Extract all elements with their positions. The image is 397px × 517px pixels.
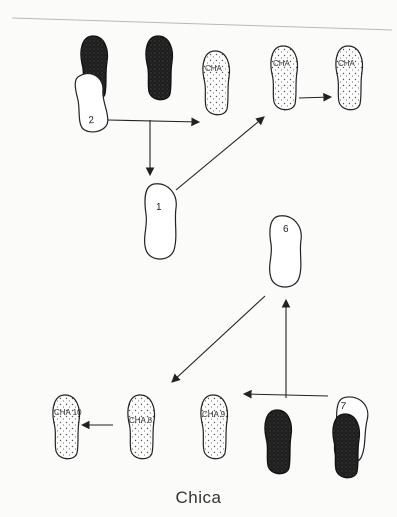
arrow-icon bbox=[108, 120, 199, 122]
arrow-icon bbox=[176, 117, 264, 190]
arrow-icon bbox=[299, 97, 331, 98]
foot-labeled-icon: CHA 9 bbox=[201, 395, 228, 459]
foot-outline-6: 6 bbox=[270, 216, 302, 287]
page-edge-line bbox=[12, 18, 392, 30]
cha-label: CHA 9 bbox=[202, 410, 226, 419]
arrow-icon bbox=[172, 296, 265, 382]
outline-1-label: 1 bbox=[156, 202, 162, 213]
foot-dark-icon bbox=[265, 410, 292, 474]
outline-6-label: 6 bbox=[283, 224, 289, 235]
foot-labeled-icon: CHA 10 bbox=[53, 395, 82, 459]
cha-label: CHA 10 bbox=[54, 408, 82, 417]
cha-label: CHA bbox=[338, 59, 356, 68]
cha-label: CHA bbox=[273, 59, 291, 68]
foot-labeled-icon: CHA bbox=[336, 46, 363, 110]
foot-labeled-icon: CHA bbox=[203, 51, 230, 115]
cha-label: CHA 8 bbox=[129, 416, 153, 425]
figure-caption: Chica bbox=[0, 488, 397, 508]
foot-labeled-icon: CHA bbox=[271, 46, 298, 110]
cha-label: CHA bbox=[205, 64, 223, 73]
foot-dark-icon bbox=[146, 36, 173, 100]
foot-outline-1: 1 bbox=[145, 184, 177, 259]
foot-labeled-icon: CHA 8 bbox=[128, 395, 155, 459]
foot-dark-icon bbox=[333, 414, 360, 478]
